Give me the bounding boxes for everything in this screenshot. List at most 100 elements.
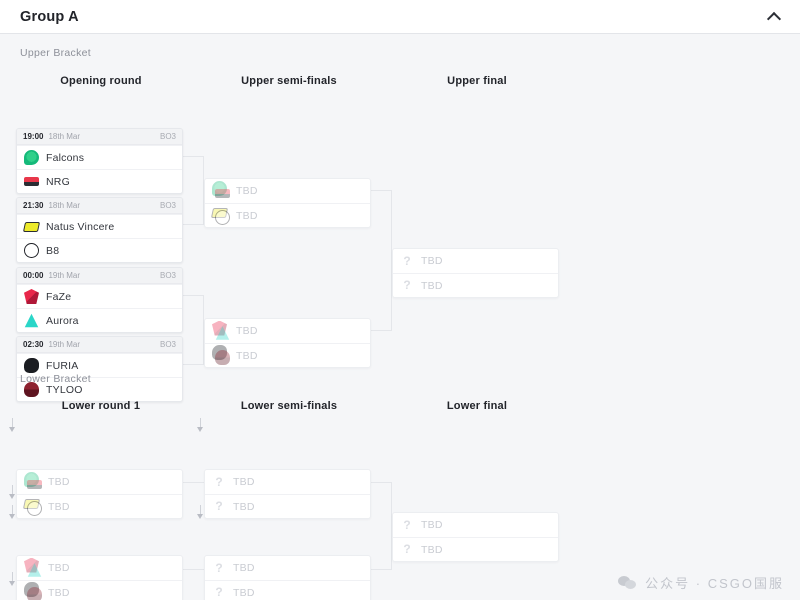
team-name: TBD bbox=[48, 500, 70, 513]
question-mark-icon: ? bbox=[403, 542, 411, 556]
round-title-lower-round-1: Lower round 1 bbox=[61, 400, 141, 412]
furia-logo bbox=[24, 582, 39, 597]
team-row[interactable]: TBD bbox=[205, 343, 370, 367]
b8-logo bbox=[24, 243, 39, 258]
round-title-opening: Opening round bbox=[60, 75, 142, 87]
match-card[interactable]: TBD TBD bbox=[204, 178, 371, 228]
connector bbox=[371, 330, 392, 331]
navi-logo bbox=[22, 219, 41, 234]
team-name: TBD bbox=[421, 519, 443, 531]
team-row[interactable]: Natus Vincere bbox=[17, 214, 182, 238]
team-row[interactable]: B8 bbox=[17, 238, 182, 262]
team-placeholder-logos bbox=[212, 320, 230, 341]
team-row[interactable]: ? TBD bbox=[393, 537, 558, 561]
b8-logo bbox=[215, 210, 230, 225]
team-placeholder-logos bbox=[212, 345, 230, 365]
match-format: BO3 bbox=[159, 271, 176, 280]
team-row[interactable]: TBD bbox=[205, 203, 370, 227]
team-name: TBD bbox=[233, 476, 255, 488]
nrg-logo bbox=[24, 174, 39, 189]
team-row[interactable]: ? TBD bbox=[205, 556, 370, 580]
match-meta: 19:00 18th Mar BO3 bbox=[17, 129, 182, 145]
question-mark-icon: ? bbox=[403, 253, 411, 268]
match-card[interactable]: ? TBD ? TBD bbox=[204, 469, 371, 519]
team-row[interactable]: TBD bbox=[17, 470, 182, 494]
team-name: TBD bbox=[421, 543, 443, 556]
question-mark-icon: ? bbox=[403, 517, 411, 532]
team-row[interactable]: TYLOO bbox=[17, 377, 182, 401]
team-placeholder-logos bbox=[210, 208, 230, 225]
lower-bracket-label: Lower Bracket bbox=[20, 373, 92, 385]
match-card[interactable]: TBD TBD bbox=[16, 469, 183, 519]
team-placeholder-logos bbox=[212, 180, 230, 201]
match-format: BO3 bbox=[159, 201, 176, 210]
team-name: TBD bbox=[48, 562, 70, 574]
match-card[interactable]: TBD TBD bbox=[16, 555, 183, 600]
team-row[interactable]: FURIA bbox=[17, 353, 182, 377]
falcons-logo bbox=[24, 471, 39, 487]
tyloo-logo bbox=[215, 350, 230, 365]
tyloo-logo bbox=[24, 382, 39, 397]
feed-arrow-icon bbox=[8, 572, 17, 588]
team-row[interactable]: TBD bbox=[205, 319, 370, 343]
aurora-logo bbox=[27, 563, 42, 578]
faze-logo bbox=[24, 289, 39, 304]
match-card[interactable]: TBD TBD bbox=[204, 318, 371, 368]
round-title-upper-final: Upper final bbox=[447, 75, 507, 87]
team-row[interactable]: TBD bbox=[17, 580, 182, 600]
team-row[interactable]: ? TBD bbox=[393, 273, 558, 297]
question-mark-icon: ? bbox=[215, 474, 223, 489]
feed-arrow-icon bbox=[8, 418, 17, 434]
team-row[interactable]: TBD bbox=[205, 179, 370, 203]
match-card[interactable]: 21:30 18th Mar BO3 Natus Vincere B8 bbox=[16, 197, 183, 263]
match-card[interactable]: 19:00 18th Mar BO3 Falcons NRG bbox=[16, 128, 183, 194]
question-mark-icon: ? bbox=[215, 560, 223, 575]
team-row[interactable]: NRG bbox=[17, 169, 182, 193]
connector bbox=[371, 482, 392, 483]
team-row[interactable]: Aurora bbox=[17, 308, 182, 332]
team-name: TBD bbox=[233, 562, 255, 574]
team-row[interactable]: ? TBD bbox=[393, 249, 558, 273]
match-date: 19th Mar bbox=[48, 271, 81, 280]
team-row[interactable]: ? TBD bbox=[393, 513, 558, 537]
question-mark-icon: ? bbox=[403, 278, 411, 292]
match-card[interactable]: 02:30 19th Mar BO3 FURIA TYLOO bbox=[16, 336, 183, 402]
round-title-upper-semis: Upper semi-finals bbox=[241, 75, 337, 87]
watermark-text: 公众号 · CSGO国服 bbox=[645, 576, 784, 591]
feed-arrow-icon bbox=[8, 505, 17, 521]
connector bbox=[371, 190, 392, 191]
team-row[interactable]: FaZe bbox=[17, 284, 182, 308]
team-row[interactable]: ? TBD bbox=[205, 494, 370, 518]
connector bbox=[183, 295, 204, 296]
team-row[interactable]: ? TBD bbox=[205, 470, 370, 494]
b8-logo bbox=[27, 501, 42, 516]
connector bbox=[183, 156, 204, 157]
nrg-logo bbox=[215, 186, 230, 201]
aurora-logo bbox=[215, 326, 230, 341]
team-row[interactable]: Falcons bbox=[17, 145, 182, 169]
team-row[interactable]: ? TBD bbox=[205, 580, 370, 600]
match-card[interactable]: 00:00 19th Mar BO3 FaZe Aurora bbox=[16, 267, 183, 333]
falcons-logo bbox=[212, 180, 227, 196]
team-name: TBD bbox=[421, 279, 443, 292]
match-card[interactable]: ? TBD ? TBD bbox=[392, 512, 559, 562]
match-format: BO3 bbox=[159, 132, 176, 141]
team-name: TBD bbox=[421, 255, 443, 267]
chevron-up-icon[interactable] bbox=[768, 11, 782, 21]
team-name: B8 bbox=[46, 244, 60, 257]
match-card[interactable]: ? TBD ? TBD bbox=[204, 555, 371, 600]
match-time: 21:30 bbox=[23, 201, 44, 210]
match-card[interactable]: ? TBD ? TBD bbox=[392, 248, 559, 298]
team-row[interactable]: TBD bbox=[17, 556, 182, 580]
team-name: TBD bbox=[236, 209, 258, 222]
faze-logo bbox=[24, 557, 39, 573]
team-row[interactable]: TBD bbox=[17, 494, 182, 518]
connector bbox=[371, 569, 392, 570]
question-mark-icon: ? bbox=[215, 499, 223, 513]
page-title: Group A bbox=[20, 8, 79, 25]
connector bbox=[183, 482, 204, 483]
team-name: TYLOO bbox=[46, 383, 83, 396]
tyloo-logo bbox=[27, 587, 42, 600]
team-name: FURIA bbox=[46, 359, 79, 372]
